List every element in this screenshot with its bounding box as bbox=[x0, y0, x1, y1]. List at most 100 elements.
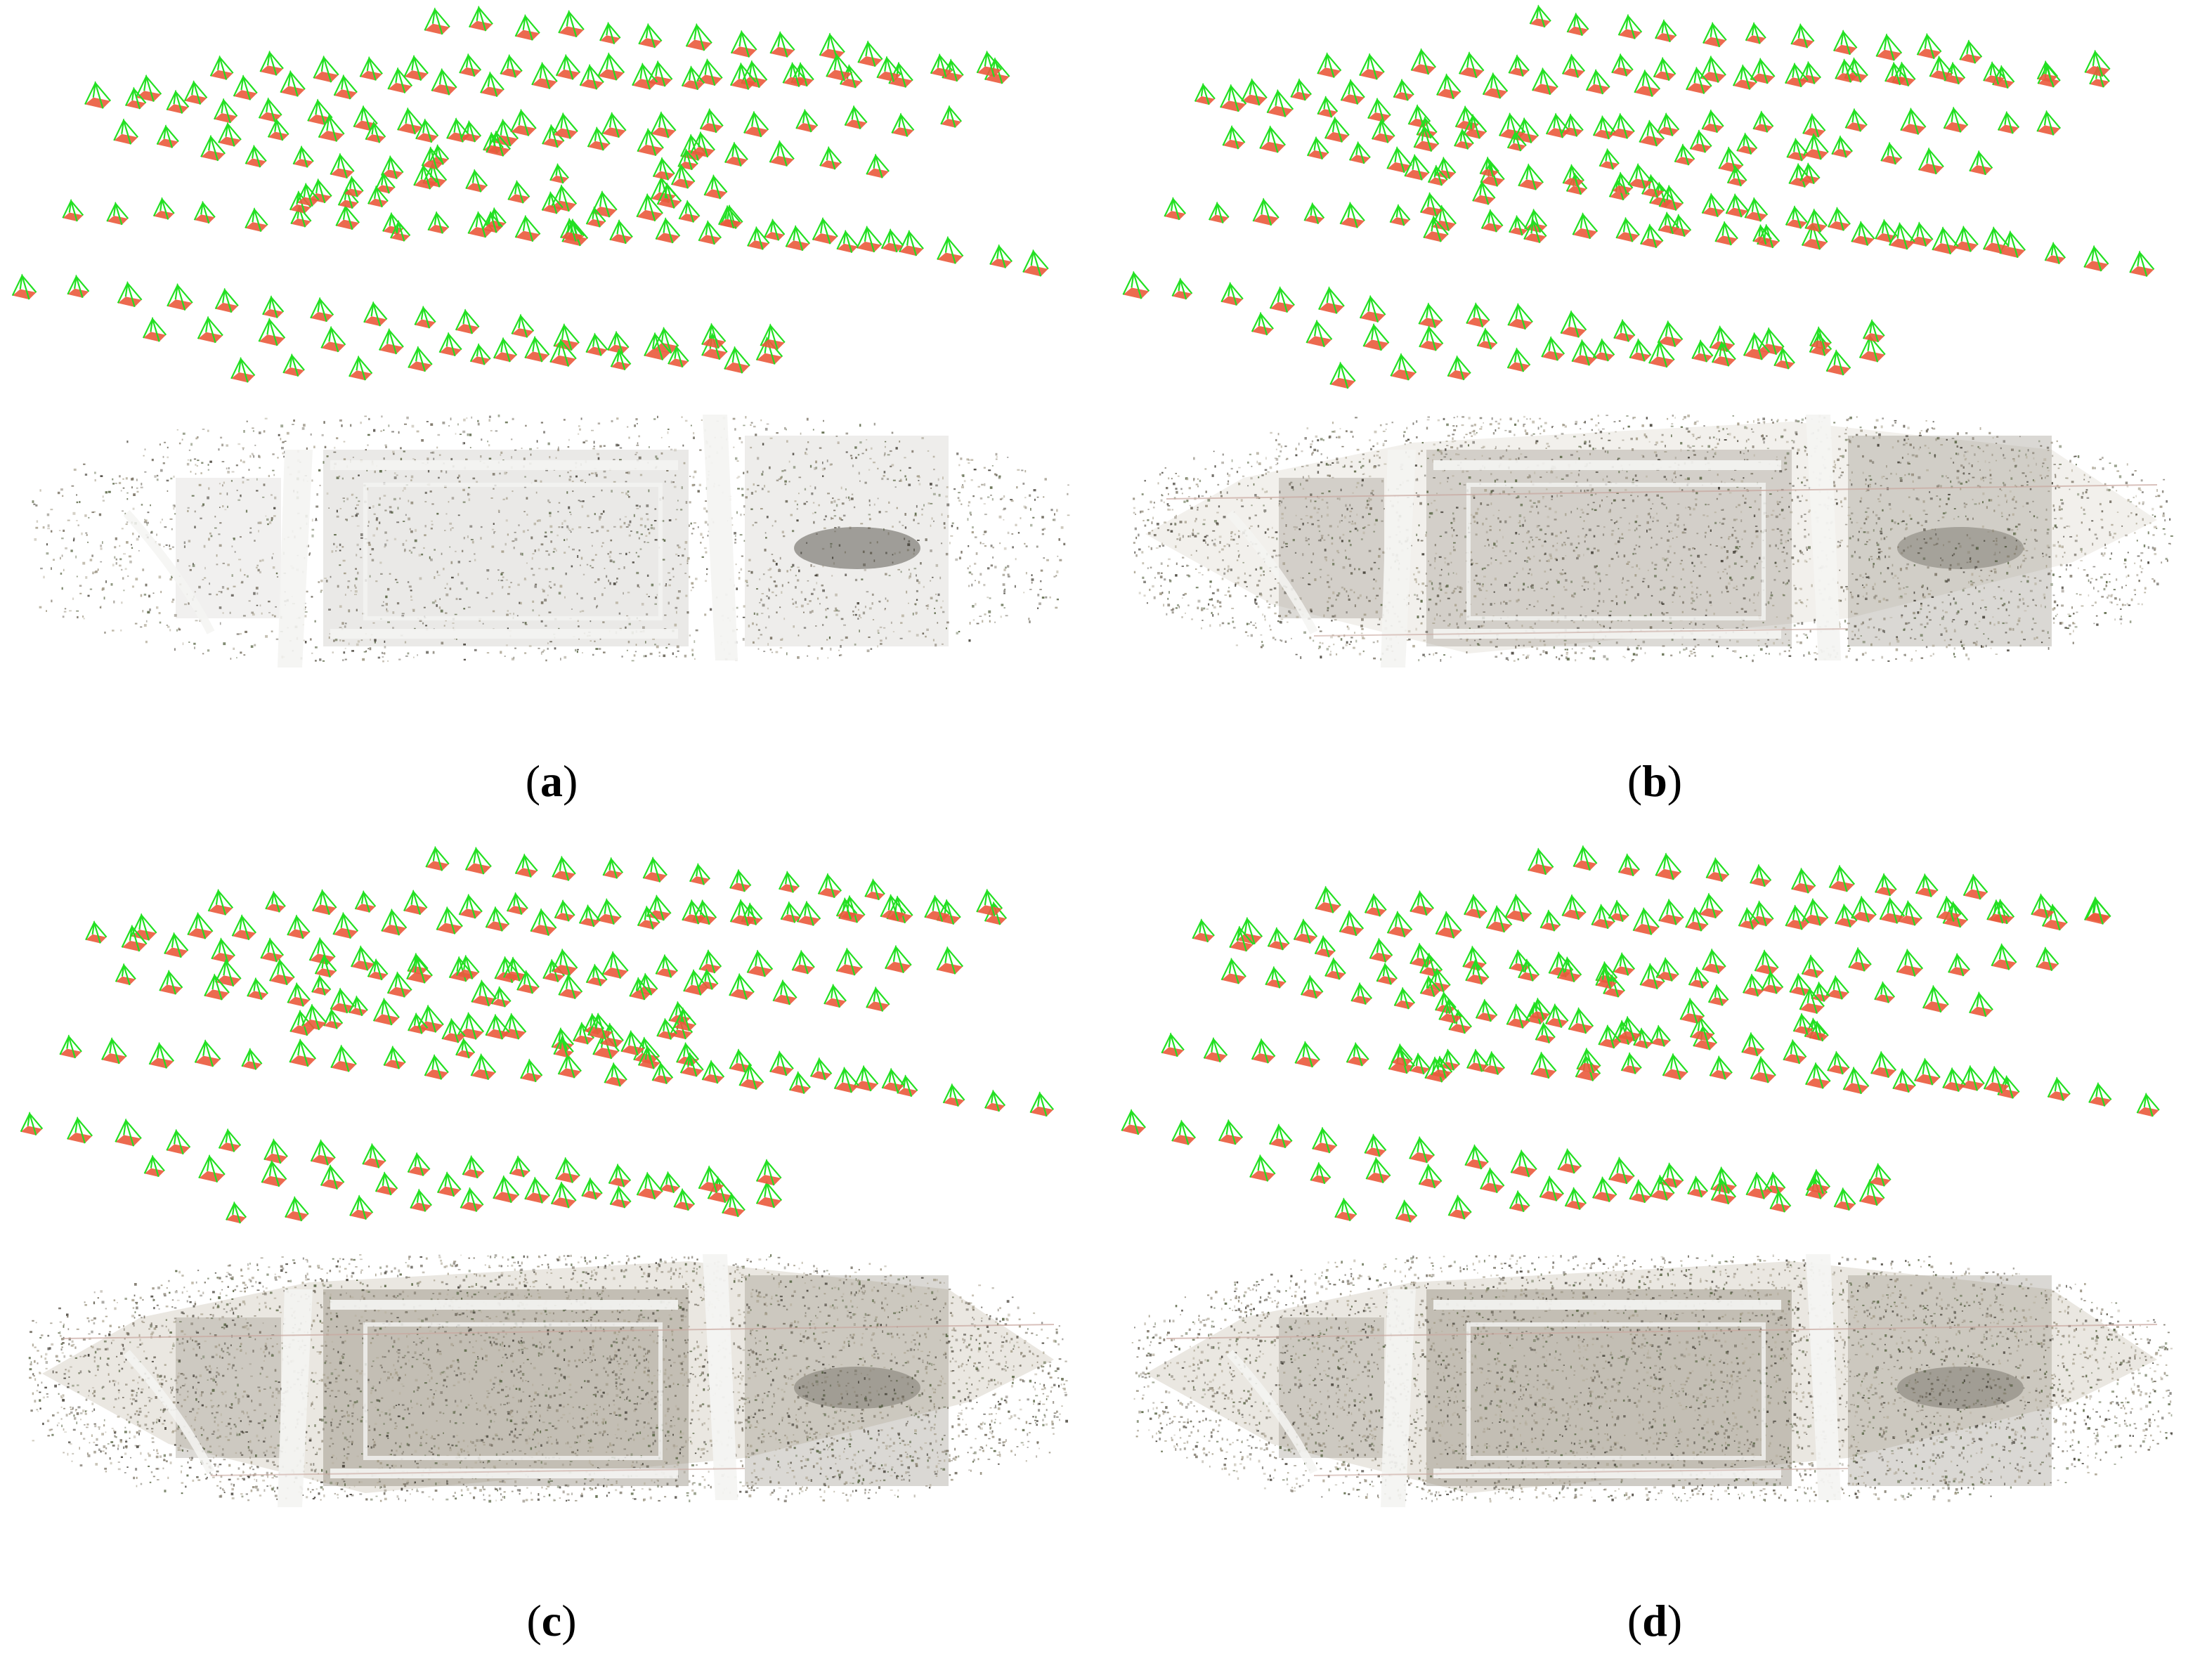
camera-pose-icon bbox=[880, 228, 904, 253]
camera-pose-icon bbox=[265, 890, 286, 913]
camera-pose-icon bbox=[421, 146, 444, 170]
camera-pose-icon bbox=[1662, 1053, 1688, 1081]
panel-d: (d) bbox=[1103, 840, 2206, 1679]
camera-pose-icon bbox=[1220, 957, 1246, 984]
camera-pose-icon bbox=[460, 119, 482, 143]
camera-pose-icon bbox=[407, 1152, 431, 1176]
camera-pose-icon bbox=[441, 1017, 466, 1043]
camera-pose-icon bbox=[1269, 286, 1296, 313]
camera-pose-icon bbox=[1657, 320, 1684, 348]
camera-pose-icon bbox=[459, 53, 482, 77]
camera-pose-icon bbox=[1317, 52, 1342, 78]
camera-pose-icon bbox=[1851, 221, 1875, 246]
camera-pose-icon bbox=[607, 330, 630, 354]
camera-pose-icon bbox=[330, 1044, 357, 1072]
camera-pose-icon bbox=[1022, 249, 1049, 277]
camera-pose-icon bbox=[1395, 1199, 1418, 1223]
camera-pose-icon bbox=[755, 336, 783, 365]
panel-c: (c) bbox=[0, 840, 1103, 1679]
camera-pose-icon bbox=[1346, 1041, 1369, 1067]
camera-pose-icon bbox=[1427, 968, 1451, 993]
camera-pose-icon bbox=[1220, 282, 1244, 306]
camera-pose-icon bbox=[530, 908, 557, 936]
camera-pose-icon bbox=[1875, 219, 1898, 243]
camera-pose-icon bbox=[493, 337, 518, 363]
camera-pose-icon bbox=[514, 214, 541, 242]
camera-pose-icon bbox=[610, 348, 632, 371]
camera-pose-icon bbox=[652, 157, 675, 181]
camera-pose-icon bbox=[1535, 1022, 1556, 1044]
camera-pose-icon bbox=[386, 971, 412, 998]
camera-pose-icon bbox=[1122, 271, 1150, 299]
camera-pose-icon bbox=[1599, 148, 1620, 170]
camera-pose-icon bbox=[424, 7, 450, 35]
camera-pose-icon bbox=[729, 1048, 753, 1073]
camera-pose-icon bbox=[367, 185, 389, 208]
camera-pose-icon bbox=[1916, 32, 1942, 60]
camera-pose-icon bbox=[936, 946, 964, 975]
camera-pose-icon bbox=[1700, 55, 1726, 83]
camera-pose-icon bbox=[853, 1064, 879, 1092]
camera-pose-icon bbox=[455, 308, 480, 334]
camera-pose-icon bbox=[857, 40, 883, 67]
camera-pose-icon bbox=[637, 905, 660, 930]
camera-pose-icon bbox=[656, 1017, 677, 1040]
camera-pose-icon bbox=[1324, 957, 1346, 980]
camera-pose-icon bbox=[1436, 73, 1461, 100]
camera-pose-icon bbox=[211, 937, 235, 963]
camera-pose-icon bbox=[636, 193, 664, 222]
caption-b: (b) bbox=[1627, 756, 1683, 806]
camera-pose-icon bbox=[143, 1154, 165, 1178]
camera-pose-icon bbox=[651, 1061, 674, 1085]
camera-pose-icon bbox=[1784, 62, 1809, 88]
camera-pose-icon bbox=[558, 10, 585, 38]
camera-pose-icon bbox=[1640, 223, 1664, 249]
camera-pose-icon bbox=[301, 1003, 327, 1031]
camera-pose-icon bbox=[1617, 13, 1643, 39]
camera-pose-icon bbox=[1679, 997, 1705, 1024]
camera-pose-icon bbox=[1802, 898, 1829, 926]
camera-pose-icon bbox=[1922, 984, 1949, 1013]
camera-pose-icon bbox=[1591, 904, 1615, 930]
camera-pose-icon bbox=[1786, 137, 1809, 162]
camera-pose-icon bbox=[1389, 204, 1411, 226]
camera-pose-icon bbox=[1942, 1067, 1966, 1092]
camera-pose-icon bbox=[218, 122, 242, 147]
camera-pose-icon bbox=[332, 911, 359, 939]
camera-pose-icon bbox=[2083, 896, 2111, 925]
camera-pose-icon bbox=[1932, 226, 1959, 255]
camera-pose-icon bbox=[1562, 164, 1585, 188]
camera-pose-icon bbox=[1448, 1009, 1473, 1034]
camera-pose-icon bbox=[142, 316, 167, 342]
camera-pose-icon bbox=[311, 975, 332, 996]
camera-pose-icon bbox=[1633, 1027, 1653, 1049]
camera-pose-icon bbox=[1410, 890, 1435, 916]
camera-pose-icon bbox=[976, 888, 1003, 917]
camera-pose-icon bbox=[1659, 1162, 1684, 1188]
camera-pose-icon bbox=[1613, 318, 1636, 342]
camera-pose-icon bbox=[1969, 991, 1993, 1017]
camera-pose-icon bbox=[549, 163, 569, 184]
camera-pose-icon bbox=[231, 914, 257, 941]
camera-pose-icon bbox=[1655, 852, 1682, 880]
camera-pose-icon bbox=[1705, 857, 1730, 883]
camera-pose-icon bbox=[289, 1038, 317, 1067]
camera-pose-icon bbox=[2047, 1076, 2071, 1101]
camera-pose-icon bbox=[167, 282, 193, 311]
camera-poses bbox=[1121, 845, 2160, 1223]
camera-pose-icon bbox=[637, 1045, 661, 1069]
camera-pose-icon bbox=[886, 895, 913, 924]
camera-pose-icon bbox=[1557, 1147, 1582, 1174]
camera-pose-icon bbox=[1393, 986, 1416, 1010]
camera-pose-icon bbox=[1896, 948, 1924, 977]
camera-pose-icon bbox=[311, 889, 337, 916]
camera-pose-icon bbox=[1892, 1068, 1916, 1093]
camera-poses bbox=[1122, 4, 2155, 389]
camera-pose-icon bbox=[1658, 898, 1684, 925]
camera-pose-icon bbox=[233, 74, 258, 100]
camera-pose-icon bbox=[866, 153, 890, 178]
camera-pose-icon bbox=[1530, 1051, 1557, 1079]
camera-pose-icon bbox=[1431, 1055, 1453, 1079]
camera-pose-icon bbox=[1874, 981, 1896, 1003]
camera-pose-icon bbox=[795, 108, 819, 133]
